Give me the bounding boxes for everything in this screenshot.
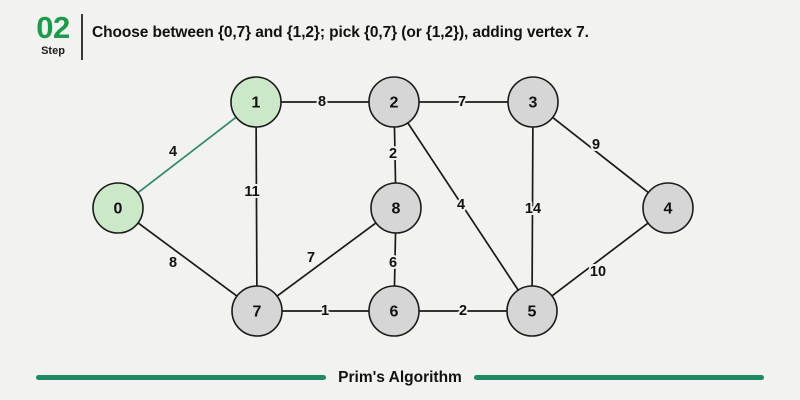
graph-node-8[interactable] [370, 182, 422, 234]
graph-node-7[interactable] [231, 285, 283, 337]
instruction-text: Choose between {0,7} and {1,2}; pick {0,… [92, 24, 589, 41]
graph-node-4[interactable] [642, 182, 694, 234]
graph-canvas: 0 1 2 3 4 5 6 7 8 4 8 8 11 7 2 4 9 14 10 2 6 1 7 [0, 62, 800, 352]
edge-weight-2-3: 7 [458, 94, 466, 110]
edge-weight-4-5: 10 [590, 264, 606, 280]
graph-node-label-8: 8 [392, 201, 401, 218]
graph-node-label-6: 6 [390, 304, 399, 321]
graph-node-3[interactable] [507, 76, 559, 128]
edge-weight-7-6: 1 [321, 303, 329, 319]
graph-edge-2-8 [393, 126, 397, 184]
graph-edge-3-5 [531, 126, 534, 287]
step-badge: 02 Step [26, 12, 80, 58]
footer-title: Prim's Algorithm [338, 368, 462, 386]
edge-weight-0-7: 8 [169, 255, 177, 271]
edge-weight-1-7: 11 [244, 184, 259, 200]
graph-svg: 0 1 2 3 4 5 6 7 8 4 8 8 11 7 2 4 9 14 10 2 6 1 7 [92, 76, 694, 337]
edge-weight-2-5: 4 [457, 197, 465, 213]
edge-weight-6-8: 6 [389, 255, 397, 271]
edge-weight-3-5: 14 [525, 201, 541, 217]
graph-node-label-7: 7 [253, 304, 262, 321]
graph-edge-3-4 [552, 116, 649, 194]
edge-weight-2-8: 2 [389, 146, 397, 162]
footer-rule-left [36, 375, 327, 380]
edge-weights-layer: 4 8 8 11 7 2 4 9 14 10 2 6 1 7 [167, 92, 608, 321]
header: 02 Step Choose between {0,7} and {1,2}; … [0, 0, 800, 70]
edge-weight-0-1: 4 [169, 144, 177, 160]
step-word: Step [41, 45, 65, 57]
graph-node-0[interactable] [92, 182, 144, 234]
graph-node-1[interactable] [230, 76, 282, 128]
step-number: 02 [36, 10, 70, 45]
edge-weight-1-2: 8 [318, 94, 326, 110]
graph-node-6[interactable] [368, 285, 420, 337]
header-divider [81, 14, 83, 60]
footer: Prim's Algorithm [0, 355, 800, 400]
graph-node-label-1: 1 [252, 95, 261, 112]
graph-node-2[interactable] [368, 76, 420, 128]
graph-node-label-5: 5 [528, 304, 537, 321]
graph-edge-4-5 [551, 222, 649, 297]
edge-weight-5-6: 2 [459, 303, 467, 319]
graph-node-label-4: 4 [664, 201, 673, 218]
graph-node-5[interactable] [506, 285, 558, 337]
graph-node-label-2: 2 [390, 95, 399, 112]
footer-rule-right [473, 375, 764, 380]
edge-weight-7-8: 7 [307, 250, 315, 266]
graph-node-label-0: 0 [114, 201, 123, 218]
graph-edge-0-7 [137, 222, 238, 297]
edge-weight-3-4: 9 [592, 137, 600, 153]
graph-edge-7-8 [276, 222, 377, 297]
graph-node-label-3: 3 [529, 95, 538, 112]
edges-layer [137, 101, 649, 312]
graph-edge-1-7 [255, 126, 258, 287]
graph-edge-2-5 [407, 122, 519, 291]
graph-edge-0-1 [137, 116, 237, 194]
nodes-layer: 0 1 2 3 4 5 6 7 8 [92, 76, 694, 337]
graph-edge-6-8 [393, 232, 397, 287]
